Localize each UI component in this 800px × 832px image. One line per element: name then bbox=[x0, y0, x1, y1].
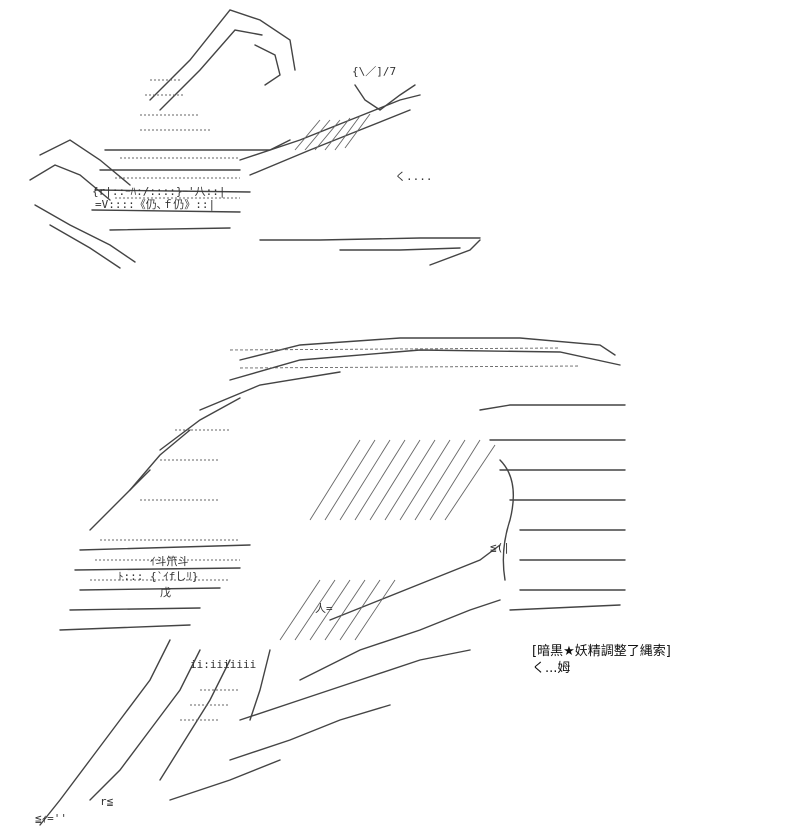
ascii-glyph-fragments: {\／]/7 く.... {r|::ｰﾊ:/::::}ｰ'八::| =V::::… bbox=[35, 65, 510, 825]
glyph-row-3: 戊 bbox=[160, 586, 171, 599]
caption-title: [暗黒★妖精調整了縄索] bbox=[532, 644, 671, 659]
upper-figure-art bbox=[29, 9, 481, 269]
sound-fragment: く.... bbox=[395, 170, 433, 183]
upper-figure-hatching bbox=[115, 79, 371, 199]
glyph-row-8: r≦ bbox=[100, 795, 114, 808]
glyph-row-7: ≦ｨ='' bbox=[35, 812, 67, 825]
glyph-row-1: ｲ斗笊斗 bbox=[150, 554, 189, 568]
glyph-row-2: ﾄ::: {`ｲfしﾘ} bbox=[118, 570, 198, 583]
caption-block: [暗黒★妖精調整了縄索] く...姆 bbox=[532, 643, 671, 677]
caption-sound: く...姆 bbox=[532, 661, 571, 676]
top-text-1: {r|::ｰﾊ:/::::}ｰ'八::| bbox=[92, 185, 225, 198]
glyph-row-4: 人= bbox=[315, 602, 333, 615]
glyph-row-6: ii:iiiiiii bbox=[190, 658, 256, 671]
top-text-2: =V::::《仍､ｆ仍》::| bbox=[95, 198, 215, 211]
lower-figure-art bbox=[39, 337, 626, 826]
lower-figure-hatching bbox=[90, 347, 581, 721]
speech-fragment: {\／]/7 bbox=[352, 65, 396, 78]
glyph-row-5: ≦(| bbox=[490, 541, 510, 554]
